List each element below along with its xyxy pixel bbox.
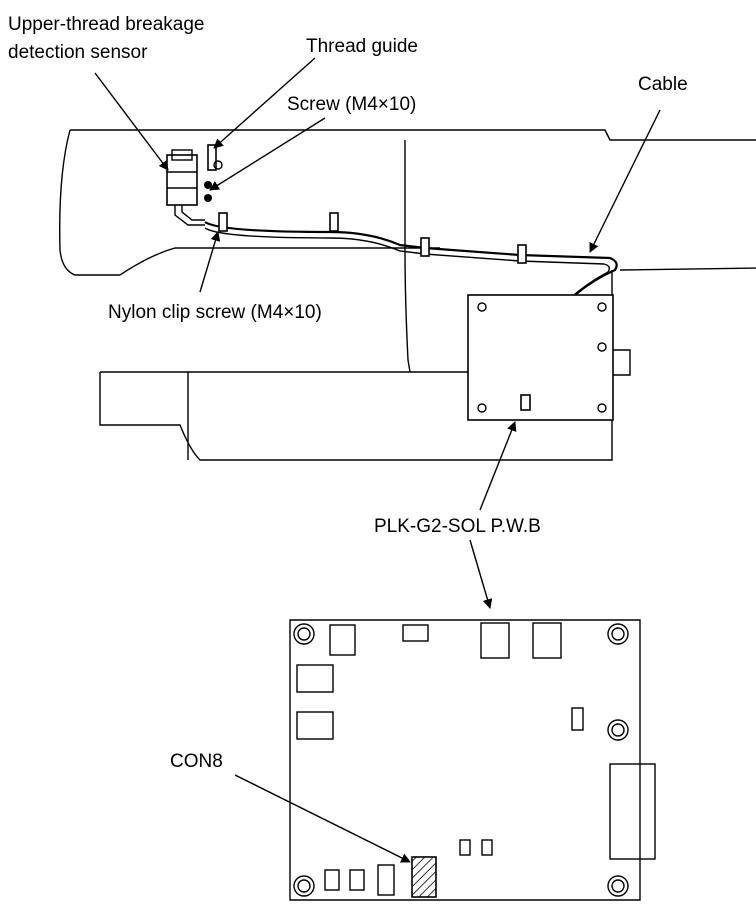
labels: Upper-thread breakage detection sensor T…: [8, 14, 688, 772]
corner-holes: [293, 623, 629, 897]
label-thread-guide: Thread guide: [306, 36, 418, 57]
label-screw: Screw (M4×10): [287, 94, 416, 115]
label-cable: Cable: [638, 74, 688, 95]
pwb-mounted: [467, 294, 614, 421]
machine-arm: [59, 129, 756, 461]
upper-thread-sensor: [166, 149, 205, 226]
mounting-screws: [204, 181, 212, 202]
label-sensor-line1: Upper-thread breakage: [8, 14, 204, 35]
nylon-clips: [218, 212, 527, 264]
label-con8: CON8: [170, 751, 223, 772]
leader-lines: [94, 57, 661, 863]
thread-guide: [207, 144, 223, 171]
components: [296, 622, 656, 898]
label-pwb: PLK-G2-SOL P.W.B: [374, 516, 541, 537]
pwb-detail: [289, 619, 656, 901]
label-nylon-clip: Nylon clip screw (M4×10): [108, 302, 322, 323]
con8-connector: [411, 856, 437, 898]
label-sensor-line2: detection sensor: [8, 42, 148, 63]
